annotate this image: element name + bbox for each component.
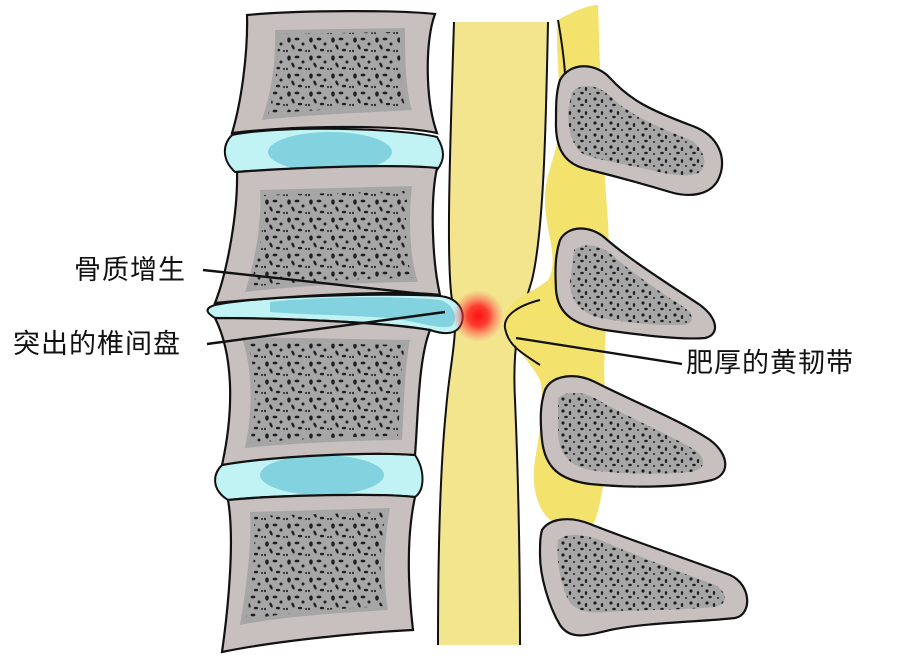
label-thickened-ligamentum-flavum: 肥厚的黄韧带 — [686, 348, 854, 379]
vertebral-body-1 — [230, 10, 439, 135]
ligamentum-flavum-leader-line — [515, 336, 683, 366]
label-herniated-disc: 突出的椎间盘 — [13, 329, 181, 360]
osteophyte-leader-line — [202, 268, 433, 297]
spinous-process-1 — [554, 65, 724, 196]
compression-highlight — [452, 290, 504, 342]
vertebral-body-2 — [213, 165, 442, 305]
herniated-disc-leader-line — [206, 310, 446, 346]
herniated-disc — [206, 293, 464, 335]
intervertebral-disc-3 — [214, 452, 424, 502]
spinous-process-2 — [554, 227, 716, 340]
intervertebral-disc-1 — [223, 127, 444, 174]
vertebral-body-4 — [220, 493, 417, 654]
spinous-process-3 — [539, 375, 727, 488]
vertebral-body-3 — [213, 316, 432, 467]
spinous-process-4 — [538, 518, 749, 637]
label-osteophyte: 骨质增生 — [74, 255, 186, 286]
